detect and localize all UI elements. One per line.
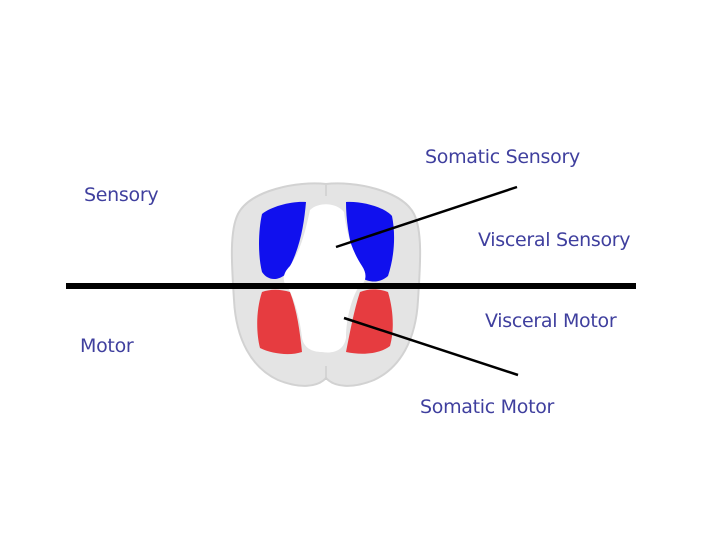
motor-label: Motor bbox=[80, 335, 134, 357]
somatic-motor-pointer bbox=[343, 316, 519, 377]
sensory-region bbox=[259, 201, 395, 282]
visceral-sensory-label: Visceral Sensory bbox=[478, 229, 631, 251]
motor-region bbox=[257, 289, 393, 355]
sensory-label: Sensory bbox=[84, 184, 159, 206]
visceral-motor-label: Visceral Motor bbox=[485, 310, 617, 332]
central-white-region bbox=[283, 204, 366, 353]
somatic-sensory-pointer bbox=[335, 185, 518, 249]
somatic-sensory-label: Somatic Sensory bbox=[425, 146, 580, 168]
somatic-motor-label: Somatic Motor bbox=[420, 396, 555, 418]
